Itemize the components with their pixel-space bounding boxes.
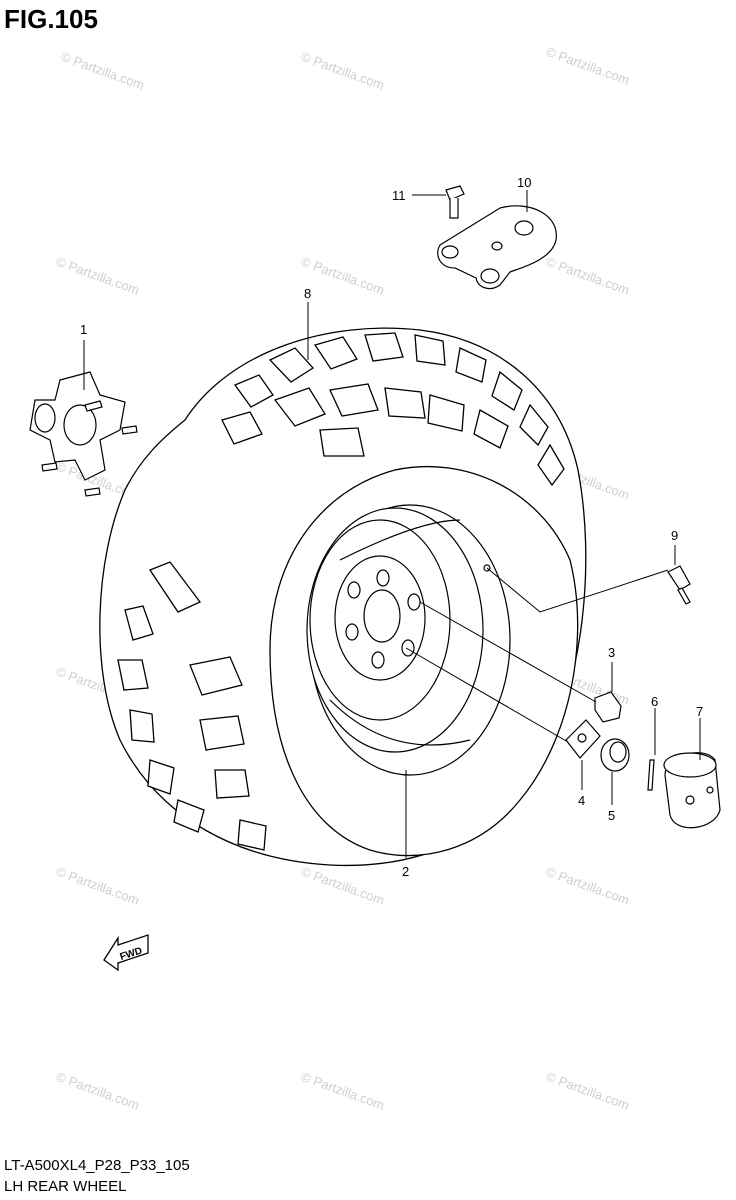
watermark: © Partzilla.com [54,864,141,908]
callout-7: 7 [696,704,703,719]
watermark: © Partzilla.com [299,254,386,298]
figure-title: FIG.105 [4,4,98,34]
callout-1: 1 [80,322,87,337]
watermark: © Partzilla.com [299,49,386,93]
watermark: © Partzilla.com [544,864,631,908]
watermark: © Partzilla.com [54,254,141,298]
leader-lines [83,190,701,858]
watermark: © Partzilla.com [59,49,146,93]
callout-4: 4 [578,793,585,808]
watermark: © Partzilla.com [299,1069,386,1113]
callout-5: 5 [608,808,615,823]
callout-11: 11 [392,188,406,203]
callout-labels: 1 2 3 4 5 6 7 8 9 10 11 [80,175,703,879]
small-parts-drawing [565,565,721,829]
bracket-drawing [437,185,557,290]
assembly-name: LH REAR WHEEL [4,1178,127,1195]
watermark: © Partzilla.com [544,44,631,88]
rim-drawing [306,504,511,776]
callout-10: 10 [517,175,531,190]
watermark: © Partzilla.com [299,864,386,908]
watermark: © Partzilla.com [544,1069,631,1113]
watermark: © Partzilla.com [544,254,631,298]
model-code: LT-A500XL4_P28_P33_105 [4,1157,190,1174]
callout-3: 3 [608,645,615,660]
watermark: © Partzilla.com [54,1069,141,1113]
hub-drawing [29,371,138,497]
callout-2: 2 [402,864,409,879]
callout-6: 6 [651,694,658,709]
callout-8: 8 [304,286,311,301]
fwd-arrow: FWD [103,934,149,972]
callout-9: 9 [671,528,678,543]
